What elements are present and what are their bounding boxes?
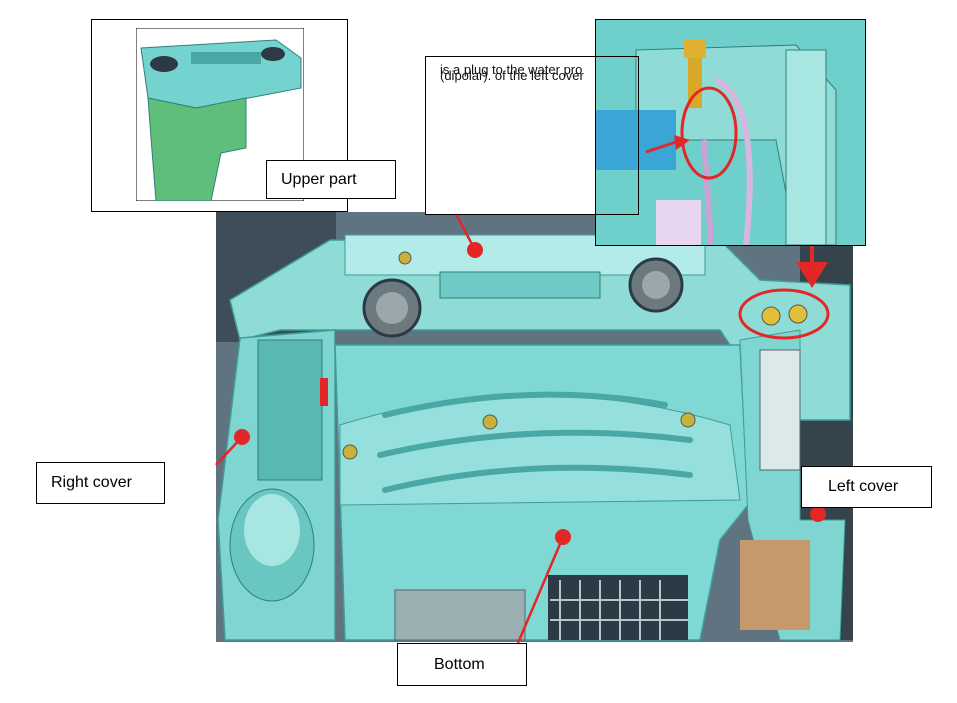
note-line-1: is a plug to the water pro <box>440 62 583 77</box>
label-left-cover: Left cover <box>801 466 932 508</box>
label-right-cover-text: Right cover <box>51 474 132 491</box>
note-box-overlay <box>425 56 639 215</box>
screw-1 <box>482 414 498 430</box>
connector-arrow-head <box>796 262 828 288</box>
label-right-cover: Right cover <box>36 462 165 504</box>
lower-grill <box>548 575 688 640</box>
upper-vent-grill <box>439 271 601 299</box>
right-cover-slot <box>257 339 323 481</box>
label-bottom-text: Bottom <box>434 655 485 673</box>
dot-right-cover <box>234 429 250 445</box>
dot-bottom <box>555 529 571 545</box>
dot-left-cover <box>810 506 826 522</box>
label-left-cover-text: Left cover <box>828 478 899 495</box>
leader-bottom <box>516 536 565 644</box>
connector-2 <box>788 304 808 324</box>
connector-1 <box>761 306 781 326</box>
label-upper-part: Upper part <box>266 160 396 199</box>
label-bottom: Bottom <box>397 643 527 686</box>
connector-highlight-ellipse <box>738 288 830 340</box>
screw-4 <box>398 251 412 265</box>
left-cover-bracket <box>759 349 801 471</box>
label-upper-part-text: Upper part <box>281 170 357 188</box>
brown-part <box>740 540 810 630</box>
screw-2 <box>342 444 358 460</box>
note-line-2: (dipolar). of the left cover <box>440 68 584 83</box>
connector-inset-image <box>596 20 865 245</box>
dot-upper-note <box>467 242 483 258</box>
lower-box <box>394 589 526 641</box>
screw-3 <box>680 412 696 428</box>
